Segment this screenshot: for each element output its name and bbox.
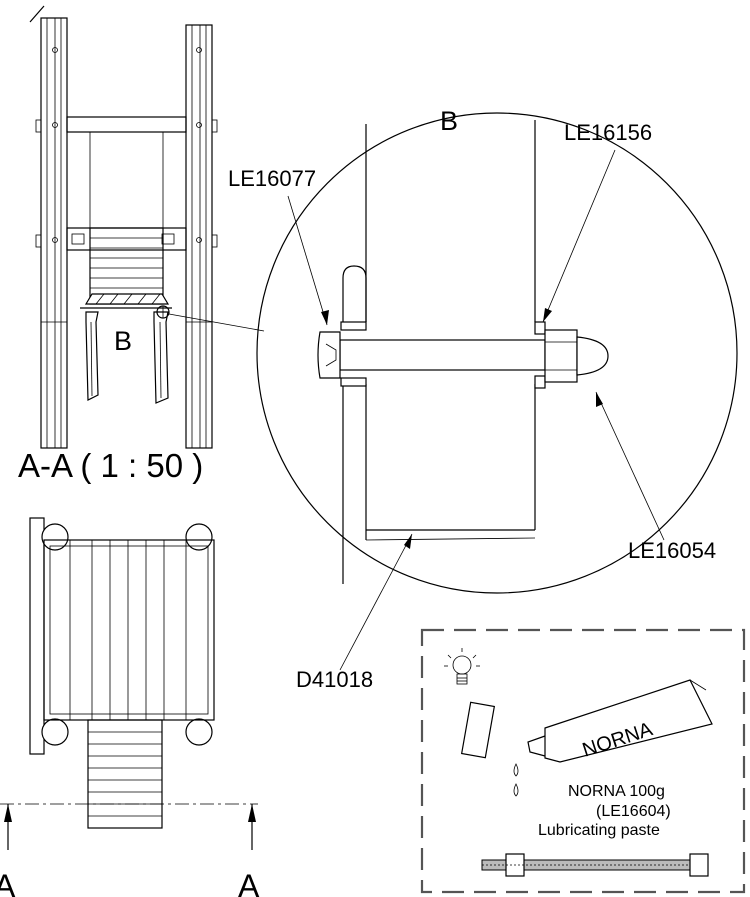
plan-frame xyxy=(43,539,215,721)
post-cap-bottom-right xyxy=(185,718,213,746)
bolt-head xyxy=(317,331,341,379)
note-line-3: Lubricating paste xyxy=(538,822,660,839)
step-ladder xyxy=(89,227,164,305)
threaded-rod-icon xyxy=(481,853,709,877)
detail-title: B xyxy=(440,106,458,136)
detail-b: B LE16077 xyxy=(228,106,738,692)
detail-leader xyxy=(168,313,265,332)
drop-icon-2 xyxy=(513,783,519,797)
dome-cap xyxy=(576,336,609,376)
part-label-nut: LE16054 xyxy=(628,538,716,563)
note-box xyxy=(420,628,746,894)
left-leg xyxy=(85,311,99,401)
part-label-bolt: LE16077 xyxy=(228,166,316,191)
section-view-a-a: B A-A ( 1 : 50 ) xyxy=(18,5,265,484)
bolt-shank xyxy=(339,339,546,371)
post-cap-bottom-left xyxy=(41,718,69,746)
lubricant-tube-icon: NORNA xyxy=(527,679,713,763)
section-mark-left: A xyxy=(0,868,16,897)
back-wall xyxy=(29,517,45,755)
lower-crossbar xyxy=(66,227,187,251)
detail-marker-label: B xyxy=(114,326,132,356)
section-mark-right: A xyxy=(238,868,260,897)
plan-steps xyxy=(87,719,163,829)
post-cap-top-left xyxy=(41,523,69,551)
left-post xyxy=(40,17,68,449)
detail-circle xyxy=(256,112,738,594)
cap-icon xyxy=(460,701,496,759)
tube-brand-label: NORNA xyxy=(580,718,656,761)
corner-mark xyxy=(29,5,45,23)
part-label-washer: LE16156 xyxy=(564,120,652,145)
bracket-plate xyxy=(342,265,367,330)
lubricant-note: NORNA NORNA 100g (LE16604) Lubricating p… xyxy=(420,628,746,894)
note-line-2: (LE16604) xyxy=(596,803,671,820)
part-label-profile: D41018 xyxy=(296,667,373,692)
post-cap-top-right xyxy=(185,523,213,551)
right-post xyxy=(185,24,213,449)
note-line-1: NORNA 100g xyxy=(568,783,665,800)
lightbulb-icon xyxy=(444,648,480,685)
drop-icon xyxy=(513,763,519,777)
top-crossbar xyxy=(66,116,187,133)
nut-hex xyxy=(544,329,578,383)
section-title: A-A ( 1 : 50 ) xyxy=(18,447,203,484)
plan-view: A A xyxy=(0,517,260,897)
